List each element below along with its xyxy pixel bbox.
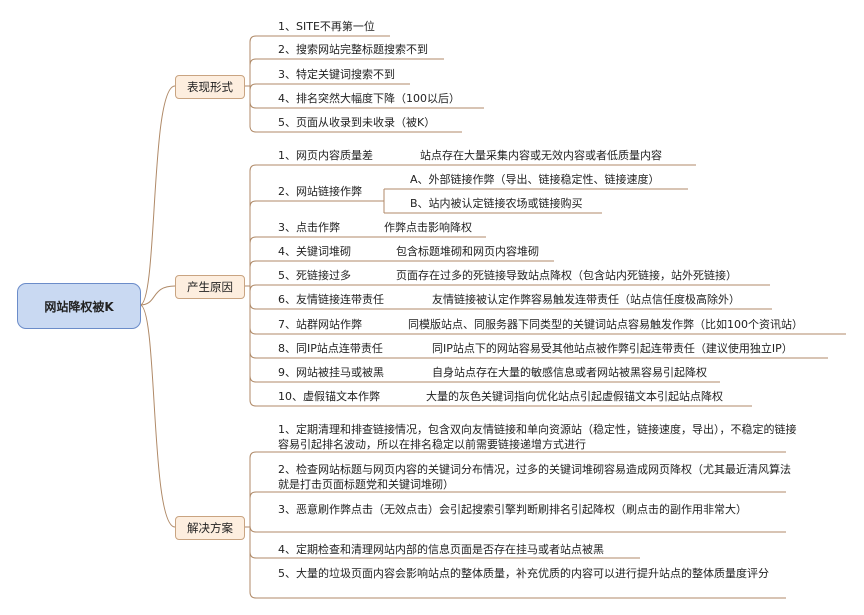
cause-item[interactable]: 2、网站链接作弊 [278,185,362,198]
solution-item[interactable]: 5、大量的垃圾页面内容会影响站点的整体质量，补充优质的内容可以进行提升站点的整体… [278,567,769,580]
branch-solutions[interactable]: 解决方案 [175,516,245,540]
branch-symptoms[interactable]: 表现形式 [175,75,245,99]
item-underline [249,236,486,244]
item-underline [249,327,846,335]
branch-causes[interactable]: 产生原因 [175,275,245,299]
cause-detail[interactable]: 页面存在过多的死链接导致站点降权（包含站内死链接，站外死链接） [396,269,737,282]
cause-detail[interactable]: 包含标题堆砌和网页内容堆砌 [396,245,539,258]
item-underline [249,525,786,533]
cause-detail[interactable]: 友情链接被认定作弊容易触发连带责任（站点信任度极高除外） [432,293,740,306]
cause-subitem[interactable]: B、站内被认定链接农场或链接购买 [410,197,583,210]
item-underline [249,491,786,499]
cause-item[interactable]: 1、网页内容质量差 [278,149,373,162]
item-underline [249,35,390,43]
item-underline [249,399,752,407]
cause-detail[interactable]: 同IP站点下的网站容易受其他站点被作弊引起连带责任（建议使用独立IP） [432,342,793,355]
cause-item[interactable]: 5、死链接过多 [278,269,351,282]
root-branch-connector [139,285,176,306]
cause-item[interactable]: 4、关键词堆砌 [278,245,351,258]
item-underline [249,375,720,383]
solution-item[interactable]: 4、定期检查和清理网站内部的信息页面是否存在挂马或者站点被黑 [278,543,604,556]
cause-item[interactable]: 9、网站被挂马或被黑 [278,366,384,379]
item-underline [249,58,444,66]
item-underline [249,591,786,599]
symptom-item[interactable]: 2、搜索网站完整标题搜索不到 [278,43,428,56]
cause-item[interactable]: 6、友情链接连带责任 [278,293,384,306]
symptom-item[interactable]: 3、特定关键词搜索不到 [278,68,395,81]
item-underline [249,351,828,359]
cause-detail[interactable]: 同模版站点、同服务器下同类型的关键词站点容易触发作弊（比如100个资讯站） [408,318,803,331]
item-underline [249,302,772,310]
cause-detail[interactable]: 作弊点击影响降权 [384,221,472,234]
root-branch-connector [139,304,176,528]
item-underline [249,451,786,459]
cause-item[interactable]: 3、点击作弊 [278,221,340,234]
item-underline [249,200,374,208]
item-underline [249,284,770,292]
solution-item[interactable]: 3、恶意刷作弊点击（无效点击）会引起搜索引擎判断刷排名引起降权（刷点击的副作用非… [278,503,747,516]
root-topic[interactable]: 网站降权被K [17,283,141,329]
root-branch-connector [139,85,176,306]
item-underline [249,260,554,268]
cause-item[interactable]: 8、同IP站点连带责任 [278,342,383,355]
item-underline [249,83,410,91]
item-underline [249,551,640,559]
item-underline [249,125,462,133]
cause-subitem[interactable]: A、外部链接作弊（导出、链接稳定性、链接速度） [410,173,660,186]
solution-item[interactable]: 2、检查网站标题与网页内容的关键词分布情况，过多的关键词堆砌容易造成网页降权（尤… [278,463,791,491]
cause-item[interactable]: 7、站群网站作弊 [278,318,362,331]
symptom-item[interactable]: 4、排名突然大幅度下降（100以后） [278,92,460,105]
item-underline [249,164,696,172]
cause-detail[interactable]: 自身站点存在大量的敏感信息或者网站被黑容易引起降权 [432,366,707,379]
cause-detail[interactable]: 站点存在大量采集内容或无效内容或者低质量内容 [420,149,662,162]
item-underline [249,101,484,109]
solution-item[interactable]: 1、定期清理和排查链接情况，包含双向友情链接和单向资源站（稳定性，链接速度，导出… [278,423,797,451]
cause-detail[interactable]: 大量的灰色关键词指向优化站点引起虚假锚文本引起站点降权 [426,390,723,403]
symptom-item[interactable]: 1、SITE不再第一位 [278,20,375,33]
cause-item[interactable]: 10、虚假锚文本作弊 [278,390,380,403]
symptom-item[interactable]: 5、页面从收录到未收录（被K） [278,116,436,129]
